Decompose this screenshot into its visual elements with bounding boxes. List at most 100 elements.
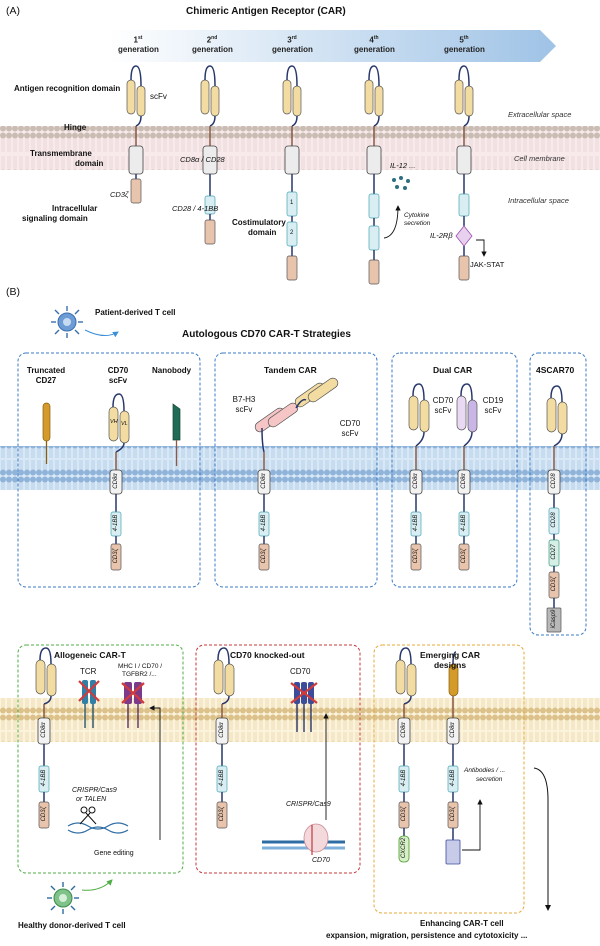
lbl-b4-cd27: CD27 bbox=[551, 544, 557, 560]
label-nanobody: Nanobody bbox=[152, 366, 192, 375]
label-dual-cd19: CD19 bbox=[482, 396, 504, 405]
lbl-b3a-cd8a: CD8α bbox=[413, 473, 419, 489]
dual-car-cd70 bbox=[408, 383, 430, 571]
gen1-num: 1 bbox=[133, 35, 138, 45]
lbl-b1-cd3z: CD3ζ bbox=[113, 548, 119, 564]
gen5-word: generation bbox=[444, 44, 485, 54]
label-dual-cd19-scfv: scFv bbox=[484, 406, 502, 415]
panel-a-title: Chimeric Antigen Receptor (CAR) bbox=[186, 6, 346, 17]
label-emerging-1: Emerging CAR bbox=[420, 650, 480, 660]
generation-arrow bbox=[110, 30, 556, 62]
gen3-suffix: rd bbox=[291, 35, 297, 41]
gen4-suffix: th bbox=[373, 35, 379, 41]
label-emerging-2: designs bbox=[433, 660, 467, 670]
lbl-b6-cd3z: CD3ζ bbox=[219, 806, 225, 822]
label-allogeneic: Allogeneic CAR-T bbox=[54, 650, 126, 660]
lbl-b5-cd3z: CD3ζ bbox=[41, 806, 47, 822]
label-num2: 2 bbox=[290, 230, 294, 236]
lbl-b2-cd3z: CD3ζ bbox=[261, 548, 267, 564]
dual-car-cd19 bbox=[456, 383, 478, 571]
tandem-car bbox=[254, 377, 339, 571]
dna-cas9-icon bbox=[262, 823, 345, 855]
lbl-b3a-41bb: 4-1BB bbox=[413, 514, 419, 532]
label-cytokine2: secretion bbox=[404, 220, 431, 227]
gen4-word: generation bbox=[354, 44, 395, 54]
healthy-t-cell-icon bbox=[47, 882, 79, 914]
allogeneic-car bbox=[35, 647, 57, 829]
label-extracellular: Extracellular space bbox=[508, 110, 572, 119]
gen1-suffix: st bbox=[138, 35, 143, 41]
label-healthy: Healthy donor-derived T cell bbox=[18, 921, 126, 930]
label-dual-cd70-scfv: scFv bbox=[434, 406, 452, 415]
label-num1: 1 bbox=[290, 200, 294, 206]
label-vh: VH bbox=[110, 419, 118, 425]
car-gen4 bbox=[364, 65, 410, 285]
nanobody bbox=[172, 403, 181, 466]
label-dual-cd70: CD70 bbox=[432, 396, 454, 405]
label-il2rb: IL-2Rβ bbox=[430, 231, 453, 240]
label-costim1: Costimulatory bbox=[232, 218, 286, 227]
box-1 bbox=[17, 352, 201, 588]
panel-b-label: (B) bbox=[6, 286, 20, 298]
lbl-b4-cd28a: CD28 bbox=[551, 473, 557, 489]
label-cd70-ko: CD70 knocked-out bbox=[230, 650, 305, 660]
label-truncated-1: Truncated bbox=[26, 366, 66, 375]
box-5 bbox=[17, 644, 184, 874]
lbl-b2-cd8a: CD8α bbox=[261, 473, 267, 489]
lbl-b4-cd3z: CD3ζ bbox=[551, 576, 557, 592]
membrane-a bbox=[0, 126, 600, 170]
lbl-b7a-cd8a: CD8α bbox=[401, 722, 407, 738]
emerging-car-1 bbox=[395, 647, 417, 863]
box-6 bbox=[195, 644, 361, 874]
label-tm1: Transmembrane bbox=[30, 149, 92, 158]
label-enhancing-1: Enhancing CAR-T cell bbox=[420, 919, 504, 928]
label-gene-editing: Gene editing bbox=[94, 850, 134, 857]
label-truncated-2: CD27 bbox=[35, 376, 57, 385]
lbl-b3b-cd3z: CD3ζ bbox=[461, 548, 467, 564]
patient-t-cell-icon bbox=[51, 306, 83, 338]
lbl-b3b-41bb: 4-1BB bbox=[461, 514, 467, 532]
gen3-word: generation bbox=[272, 44, 313, 54]
lbl-b4-cd28b: CD28 bbox=[551, 512, 557, 528]
gen5-num: 5 bbox=[459, 35, 464, 45]
label-crispr-a2: or TALEN bbox=[76, 796, 107, 803]
cytokine-dots bbox=[392, 176, 410, 190]
gen2-suffix: nd bbox=[211, 35, 218, 41]
tcr-knocked bbox=[78, 680, 100, 728]
label-tcr: TCR bbox=[80, 667, 97, 676]
car-gen3 bbox=[282, 65, 302, 281]
label-scfv: scFv bbox=[150, 92, 167, 101]
lbl-b5-41bb: 4-1BB bbox=[41, 769, 47, 787]
label-box1-cd70: CD70 bbox=[107, 366, 129, 375]
label-antibodies: Antibodies / ... bbox=[464, 767, 506, 774]
label-mhc1: MHC I / CD70 / bbox=[118, 663, 163, 670]
label-tandem-scfv: scFv bbox=[341, 429, 359, 438]
label-jakstat: JAK-STAT bbox=[470, 260, 505, 269]
label-crispr-a1: CRISPR/Cas9 bbox=[72, 787, 117, 794]
label-crispr-b: CRISPR/Cas9 bbox=[286, 801, 331, 808]
lbl-b3a-cd3z: CD3ζ bbox=[413, 548, 419, 564]
label-vl: VL bbox=[121, 421, 128, 427]
label-cd3z-a: CD3ζ bbox=[110, 190, 129, 199]
lbl-b6-cd8a: CD8α bbox=[219, 722, 225, 738]
label-4scar70: 4SCAR70 bbox=[536, 365, 575, 375]
label-membrane: Cell membrane bbox=[514, 154, 565, 163]
label-intra2: signaling domain bbox=[22, 214, 88, 223]
lbl-b7a-41bb: 4-1BB bbox=[401, 769, 407, 787]
lbl-b7a-cxcr2: CXCR2 bbox=[401, 837, 407, 859]
label-cytokine1: Cytokine bbox=[404, 212, 430, 219]
box-3 bbox=[391, 352, 518, 588]
label-intra1: Intracellular bbox=[52, 204, 98, 213]
label-tandem-cd70: CD70 bbox=[339, 419, 361, 428]
label-hinge: Hinge bbox=[64, 123, 87, 132]
label-cd8a-cd28: CD8α / CD28 bbox=[180, 155, 225, 164]
truncated-cd27 bbox=[42, 402, 51, 464]
gen2-word: generation bbox=[192, 44, 233, 54]
lbl-b6-41bb: 4-1BB bbox=[219, 769, 225, 787]
label-cd70-gene: CD70 bbox=[312, 857, 330, 864]
label-il12: IL-12 ... bbox=[390, 161, 416, 170]
membrane-b-top bbox=[0, 446, 600, 490]
